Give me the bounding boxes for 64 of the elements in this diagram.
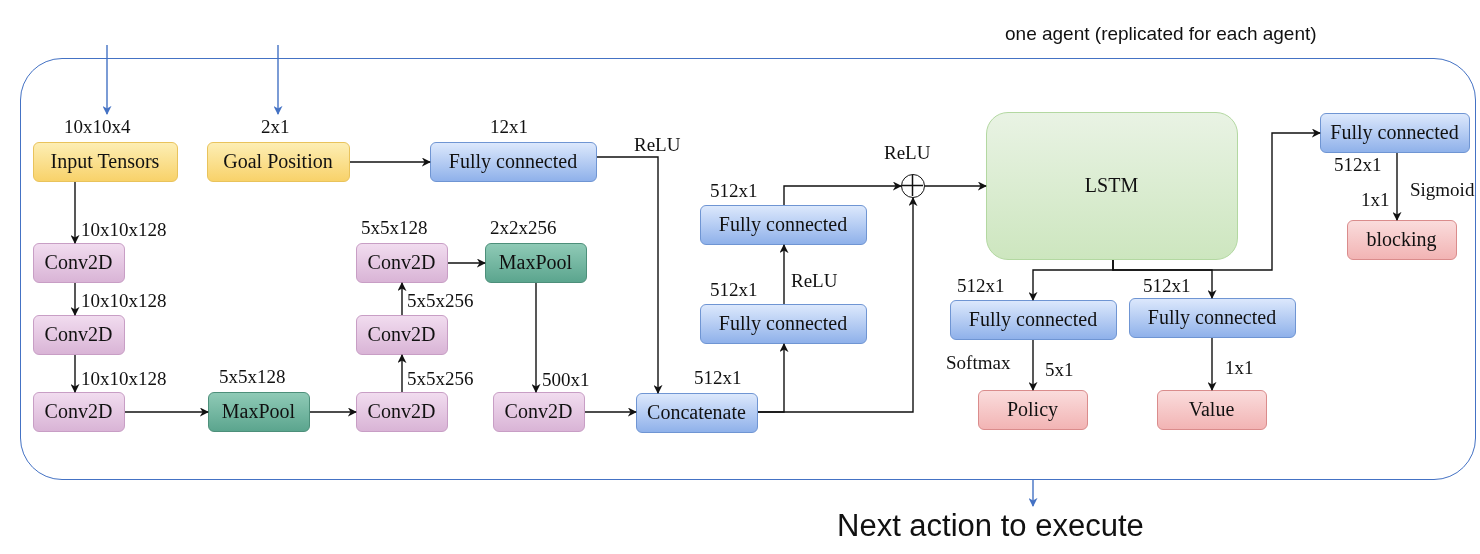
arrow [1392, 152, 1402, 221]
arrow [596, 156, 663, 394]
activation-label: ReLU [884, 143, 931, 164]
arrow [779, 244, 789, 305]
arrow [1028, 339, 1038, 391]
caption-text: Next action to execute [837, 506, 1237, 546]
activation-label: Softmax [946, 353, 1011, 374]
conv-layer-box: Conv2D [355, 242, 448, 283]
arrow [397, 282, 407, 316]
output-box: blocking [1346, 219, 1457, 260]
dimension-label: 512x1 [1143, 276, 1191, 297]
arrow [1112, 128, 1321, 271]
lstm-box: LSTM [985, 111, 1238, 260]
dimension-label: 2x1 [261, 117, 290, 138]
dimension-label: 512x1 [710, 280, 758, 301]
arrow [397, 354, 407, 393]
panel-title: one agent (replicated for each agent) [1005, 24, 1317, 45]
dimension-label: 512x1 [1334, 155, 1382, 176]
arrow [124, 407, 209, 417]
conv-layer-box: Conv2D [32, 314, 125, 355]
arrow [1028, 479, 1038, 507]
arrow [584, 407, 637, 417]
pooling-layer-box: MaxPool [484, 242, 587, 283]
dense-layer-box: Fully connected [949, 299, 1117, 340]
conv-layer-box: Conv2D [355, 314, 448, 355]
arrow [1207, 337, 1217, 391]
input-box: Goal Position [206, 141, 350, 182]
dimension-label: 512x1 [957, 276, 1005, 297]
input-arrow [273, 44, 283, 115]
output-box: Policy [977, 389, 1088, 430]
input-box: Input Tensors [32, 141, 178, 182]
arrow [757, 197, 918, 413]
arrow [531, 282, 541, 393]
dimension-label: 512x1 [694, 368, 742, 389]
dense-layer-box: Fully connected [1128, 297, 1296, 338]
conv-layer-box: Conv2D [492, 391, 585, 432]
dimension-label: 10x10x4 [64, 117, 131, 138]
activation-label: Sigmoid [1410, 180, 1475, 201]
conv-layer-box: Conv2D [32, 242, 125, 283]
concat-layer-box: Concatenate [635, 392, 758, 433]
dimension-label: 5x5x128 [361, 218, 428, 239]
arrow [70, 181, 80, 244]
dense-layer-box: Fully connected [429, 141, 597, 182]
dense-layer-box: Fully connected [699, 303, 867, 344]
conv-layer-box: Conv2D [355, 391, 448, 432]
arrow [349, 157, 431, 167]
arrow [70, 354, 80, 393]
agent-panel [20, 58, 1476, 480]
dimension-label: 2x2x256 [490, 218, 557, 239]
dense-layer-box: Fully connected [699, 204, 867, 245]
conv-layer-box: Conv2D [32, 391, 125, 432]
arrow [924, 181, 987, 191]
dimension-label: 5x5x128 [219, 367, 286, 388]
output-box: Value [1156, 389, 1267, 430]
arrow [783, 181, 902, 206]
dimension-label: 12x1 [490, 117, 528, 138]
sum-junction [900, 173, 925, 198]
input-arrow [102, 44, 112, 115]
arrow [70, 282, 80, 316]
dimension-label: 512x1 [710, 181, 758, 202]
arrow [447, 258, 486, 268]
dense-layer-box: Fully connected [1319, 112, 1470, 153]
arrow [309, 407, 357, 417]
pooling-layer-box: MaxPool [207, 391, 310, 432]
